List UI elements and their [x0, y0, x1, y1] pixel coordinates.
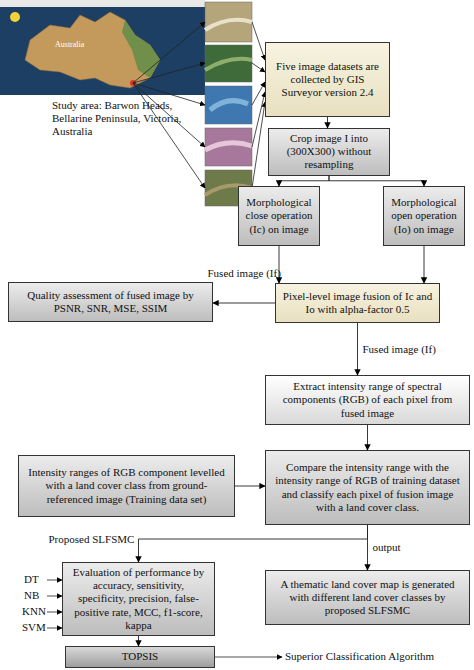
leader-arrow	[252, 102, 265, 188]
edge-label: output	[373, 541, 401, 554]
box-text: Extract intensity range of spectral comp…	[271, 380, 464, 420]
leader-arrow	[215, 657, 282, 658]
process-box: Pixel-level image fusion of Ic and Io wi…	[275, 283, 440, 323]
leader-arrow	[133, 83, 205, 188]
process-box: Morphological close operation (Ic) on im…	[238, 186, 320, 246]
flow-arrow	[424, 246, 425, 283]
australia-landmass	[25, 12, 160, 88]
box-text: Intensity ranges of RGB component levell…	[24, 466, 229, 506]
flow-arrow	[367, 525, 368, 570]
process-box: TOPSIS	[65, 646, 215, 668]
box-text: Morphological close operation (Ic) on im…	[244, 196, 314, 236]
dataset-thumbnail	[205, 45, 252, 82]
dataset-thumbnail	[205, 128, 252, 166]
input-box: Intensity ranges of RGB component levell…	[18, 455, 235, 517]
flow-arrow	[213, 303, 275, 304]
map-ocean	[0, 0, 205, 95]
map-green-region	[122, 20, 160, 78]
process-box: Five image datasets are collected by GIS…	[265, 42, 390, 117]
box-text: A thematic land cover map is generated w…	[271, 578, 464, 618]
study-area-label: Study area: Barwon Heads, Bellarine Peni…	[52, 99, 192, 139]
process-box: Morphological open operation (Io) on ima…	[383, 186, 465, 246]
box-text: Morphological open operation (Io) on ima…	[389, 196, 459, 236]
classifier-label: DT	[24, 573, 48, 586]
classifier-label: NB	[24, 589, 48, 602]
leader-arrow	[47, 596, 62, 597]
thumbnail-detail	[205, 59, 252, 70]
process-box: Evaluation of performance by accuracy, s…	[62, 562, 215, 636]
flow-arrow	[327, 117, 328, 128]
leader-arrow	[133, 22, 205, 83]
leader-arrow	[252, 63, 265, 72]
box-text: Five image datasets are collected by GIS…	[271, 60, 384, 100]
leader-arrow	[252, 92, 265, 147]
classifier-label: SVM	[22, 621, 48, 634]
map-sun-icon	[10, 12, 20, 22]
process-box: Crop image I into (300X300) without resa…	[268, 128, 390, 176]
flow-arrow	[279, 176, 329, 186]
box-text: Evaluation of performance by accuracy, s…	[68, 566, 209, 632]
thumbnail-detail	[210, 101, 248, 110]
process-box: Quality assessment of fused image by PSN…	[8, 282, 213, 322]
map-header-bar	[0, 0, 205, 7]
box-text: TOPSIS	[122, 650, 158, 663]
box-text: Crop image I into (300X300) without resa…	[274, 132, 384, 172]
process-box: Compare the intensity range with the int…	[265, 450, 470, 525]
result-label: Superior Classification Algorithm	[285, 650, 470, 663]
box-text: Quality assessment of fused image by PSN…	[14, 289, 207, 315]
flow-arrow	[357, 323, 358, 375]
flow-arrow	[138, 636, 139, 646]
edge-label: Fused image (If)	[208, 267, 281, 280]
leader-arrow	[47, 628, 62, 629]
classifier-label: KNN	[22, 605, 48, 618]
map-leader-lines	[47, 22, 282, 657]
leader-arrow	[47, 612, 62, 613]
leader-arrow	[133, 63, 205, 83]
box-text: Pixel-level image fusion of Ic and Io wi…	[281, 290, 434, 316]
flow-arrow	[235, 486, 265, 487]
edge-label: Proposed SLFSMC	[49, 533, 135, 546]
edge-label: Fused image (If)	[363, 343, 436, 356]
leader-arrow	[252, 22, 265, 60]
flow-arrow	[367, 425, 368, 450]
box-text: Compare the intensity range with the int…	[271, 461, 464, 514]
thumbnail-detail	[205, 143, 252, 150]
flow-arrow	[139, 525, 368, 562]
dataset-thumbnail	[205, 2, 252, 42]
flow-arrow	[329, 176, 424, 186]
process-box: Extract intensity range of spectral comp…	[265, 375, 470, 425]
map-label: Australia	[55, 40, 115, 50]
dataset-thumbnail	[205, 86, 252, 124]
output-box: A thematic land cover map is generated w…	[265, 570, 470, 625]
leader-arrow	[47, 580, 62, 581]
thumbnail-detail	[205, 20, 252, 30]
